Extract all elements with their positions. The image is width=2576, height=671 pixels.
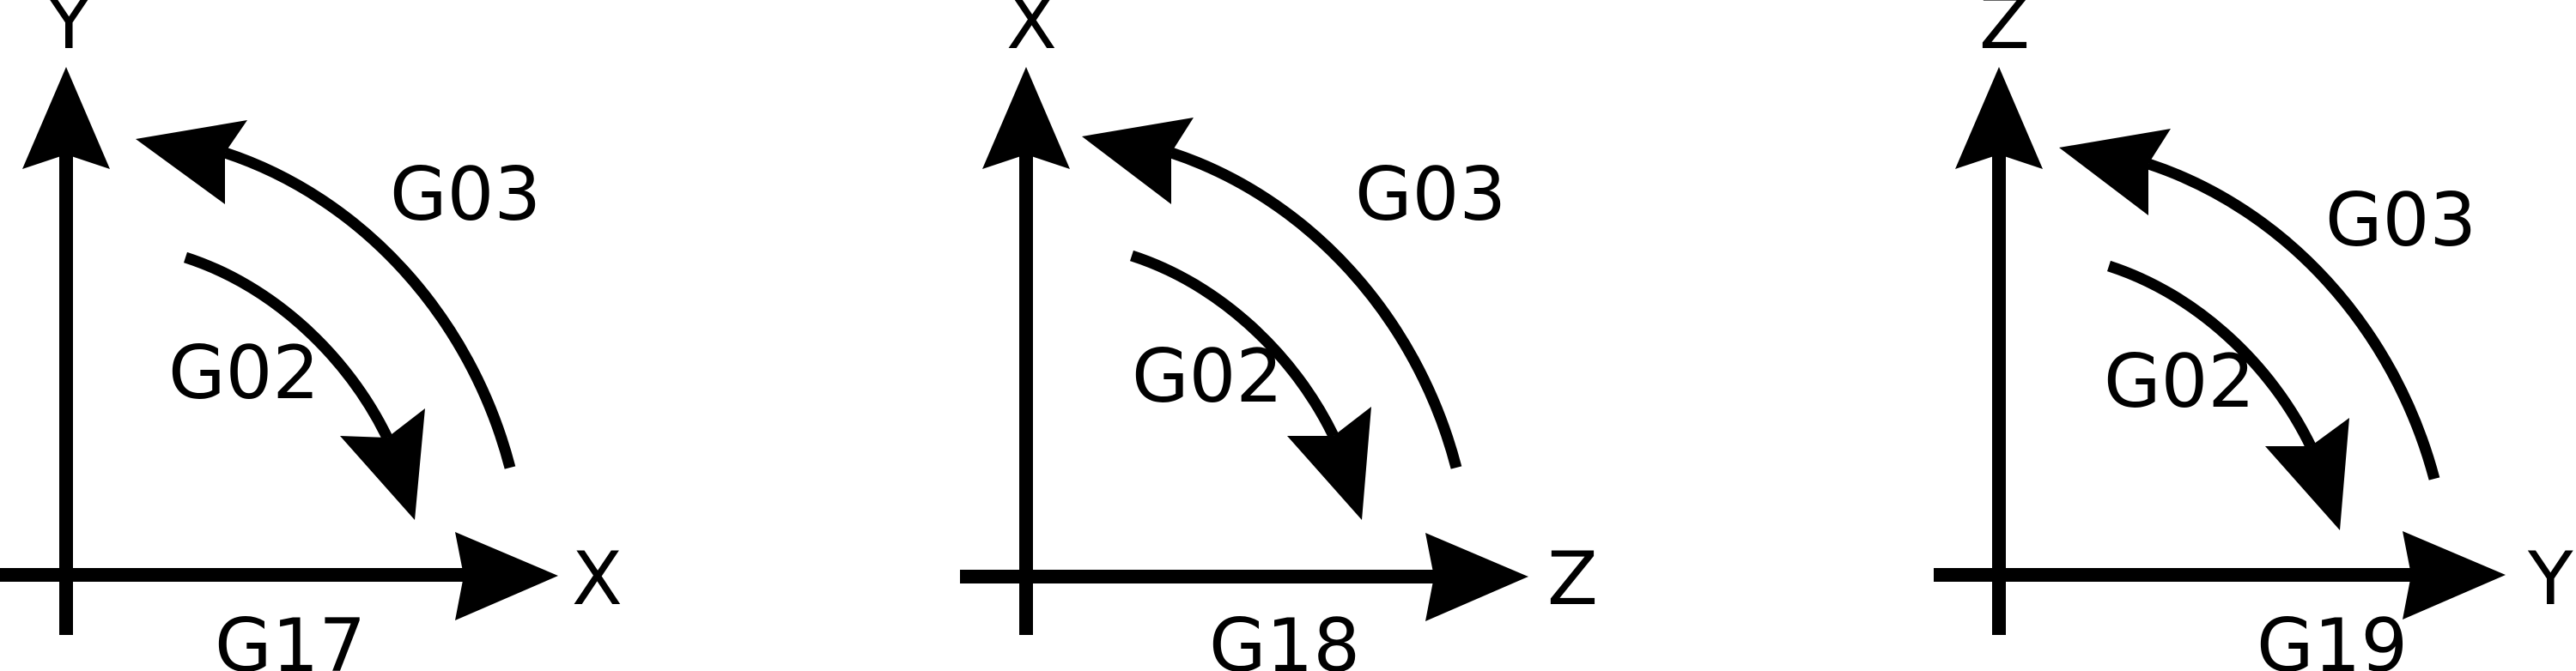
vertical-axis-label: X [1006, 0, 1057, 66]
horizontal-axis-label: X [572, 536, 623, 622]
plane-code-label: G18 [1209, 603, 1360, 671]
cw-label: G02 [168, 330, 319, 416]
vertical-axis-label: Z [1979, 0, 2030, 66]
ccw-arc-g03 [1169, 147, 1462, 469]
ccw-arc-g03 [2146, 158, 2440, 481]
ccw-arrowhead [136, 120, 247, 204]
ccw-label: G03 [390, 152, 541, 238]
cw-arc-g02 [2106, 260, 2316, 449]
vertical-axis-arrowhead [22, 67, 110, 169]
plane-code-label: G17 [215, 603, 366, 671]
plane-panel-g18: X Z G03 G02 G18 [960, 0, 1598, 671]
ccw-label: G03 [2325, 178, 2476, 263]
vertical-axis-arrowhead [982, 67, 1070, 169]
plane-panel-g19: Z Y G03 G02 G19 [1934, 0, 2573, 671]
horizontal-axis-label: Y [2527, 536, 2573, 622]
cw-arrowhead [1287, 407, 1371, 520]
horizontal-axis-arrowhead [455, 532, 558, 620]
cw-label: G02 [2104, 339, 2255, 425]
vertical-axis-arrowhead [1955, 67, 2043, 169]
ccw-arc-g03 [222, 147, 516, 469]
cw-arc-g02 [183, 251, 392, 440]
ccw-label: G03 [1355, 152, 1506, 238]
plane-panel-g17: Y X G03 G02 G17 [0, 0, 623, 671]
cw-label: G02 [1132, 334, 1283, 420]
horizontal-axis-label: Z [1547, 536, 1598, 622]
cw-arc-g02 [1129, 250, 1339, 438]
vertical-axis-label: Y [46, 0, 92, 66]
horizontal-axis-arrowhead [2403, 531, 2506, 620]
cw-arrowhead [2265, 418, 2349, 530]
cw-arrowhead [340, 408, 425, 520]
ccw-arrowhead [1082, 118, 1194, 204]
ccw-arrowhead [2059, 129, 2171, 215]
plane-code-label: G19 [2257, 603, 2408, 671]
horizontal-axis-arrowhead [1425, 533, 1528, 621]
